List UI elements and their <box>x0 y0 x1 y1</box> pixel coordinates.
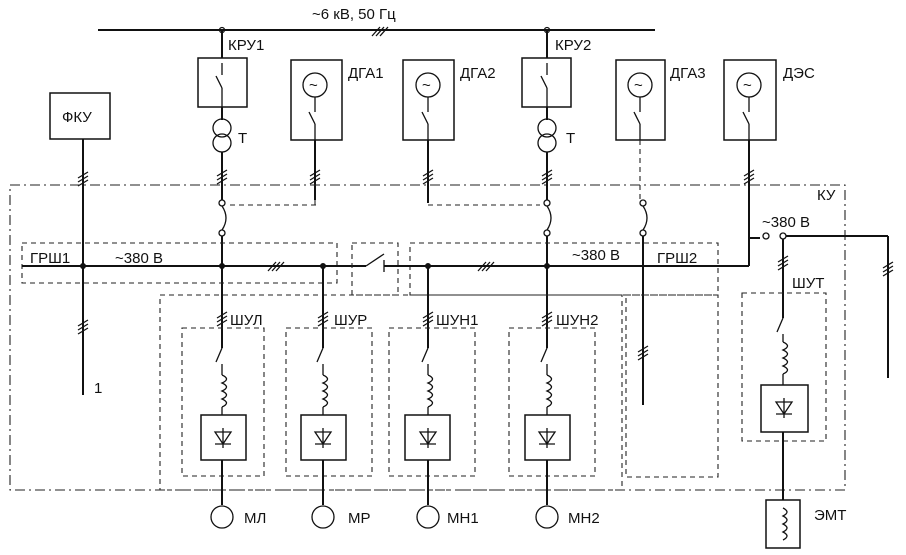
ku-label: КУ <box>817 187 836 204</box>
dga2-label: ДГА2 <box>460 65 496 82</box>
transformer-icon <box>537 118 557 153</box>
inductor-icon <box>321 374 329 408</box>
bus-lv-left-label: ~380 В <box>115 250 163 267</box>
switch-icon <box>215 63 223 107</box>
switch-icon <box>639 199 648 237</box>
switch-icon <box>776 317 784 342</box>
svg-text:~: ~ <box>743 77 752 94</box>
transformer-icon <box>212 118 232 153</box>
inductor-icon <box>220 374 228 408</box>
svg-text:~: ~ <box>634 77 643 94</box>
shul-label: ШУЛ <box>230 312 263 329</box>
fku-box <box>49 92 111 140</box>
grsh2-boundary <box>409 242 719 296</box>
switch-icon <box>540 347 548 375</box>
grsh1-boundary <box>21 242 338 284</box>
hv-bus-label: ~6 кВ, 50 Гц <box>312 6 396 23</box>
mn2-label: МН2 <box>568 510 600 527</box>
dga1-cabinet <box>290 59 343 141</box>
kru1-label: КРУ1 <box>228 37 264 54</box>
mr-label: МР <box>348 510 371 527</box>
shun1-label: ШУН1 <box>436 312 478 329</box>
motor-icon <box>416 505 440 529</box>
inductor-icon <box>426 374 434 408</box>
bus-lv-ku-label: ~380 В <box>762 214 810 231</box>
switch-icon <box>421 97 429 140</box>
des-label: ДЭС <box>783 65 815 82</box>
mn1-label: МН1 <box>447 510 479 527</box>
grsh1-label: ГРШ1 <box>30 250 70 267</box>
switch-icon <box>742 97 750 140</box>
switch-icon <box>215 347 223 375</box>
dga3-label: ДГА3 <box>670 65 706 82</box>
section-switch-boundary <box>351 242 399 296</box>
shut-label: ШУТ <box>792 275 824 292</box>
switch-icon <box>633 97 641 140</box>
inductor-icon <box>545 374 553 408</box>
shur-label: ШУР <box>334 312 367 329</box>
emt-label: ЭМТ <box>814 507 846 524</box>
grsh2-label: ГРШ2 <box>657 250 697 267</box>
fku-label: ФКУ <box>62 109 92 126</box>
dga1-label: ДГА1 <box>348 65 384 82</box>
kru2-label: КРУ2 <box>555 37 591 54</box>
shun2-label: ШУН2 <box>556 312 598 329</box>
drives-frame <box>159 294 623 491</box>
switch-icon <box>316 347 324 375</box>
svg-text:~: ~ <box>309 77 318 94</box>
t2-label: Т <box>566 130 575 147</box>
ml-label: МЛ <box>244 510 266 527</box>
motor-icon <box>535 505 559 529</box>
inductor-icon <box>781 341 789 375</box>
inductor-icon <box>781 507 788 541</box>
motor-icon <box>210 505 234 529</box>
spare-frame <box>625 294 719 478</box>
des-cabinet <box>723 59 777 141</box>
motor-icon <box>311 505 335 529</box>
switch-icon <box>308 97 316 140</box>
switch-icon <box>543 199 552 237</box>
svg-text:~: ~ <box>422 77 431 94</box>
bus-lv-right-label: ~380 В <box>572 247 620 264</box>
feeder1-label: 1 <box>94 380 102 397</box>
t1-label: Т <box>238 130 247 147</box>
switch-icon <box>540 63 548 107</box>
switch-icon <box>365 253 385 272</box>
switch-icon <box>218 199 227 237</box>
ku-boundary <box>9 184 846 491</box>
switch-icon <box>421 347 429 375</box>
